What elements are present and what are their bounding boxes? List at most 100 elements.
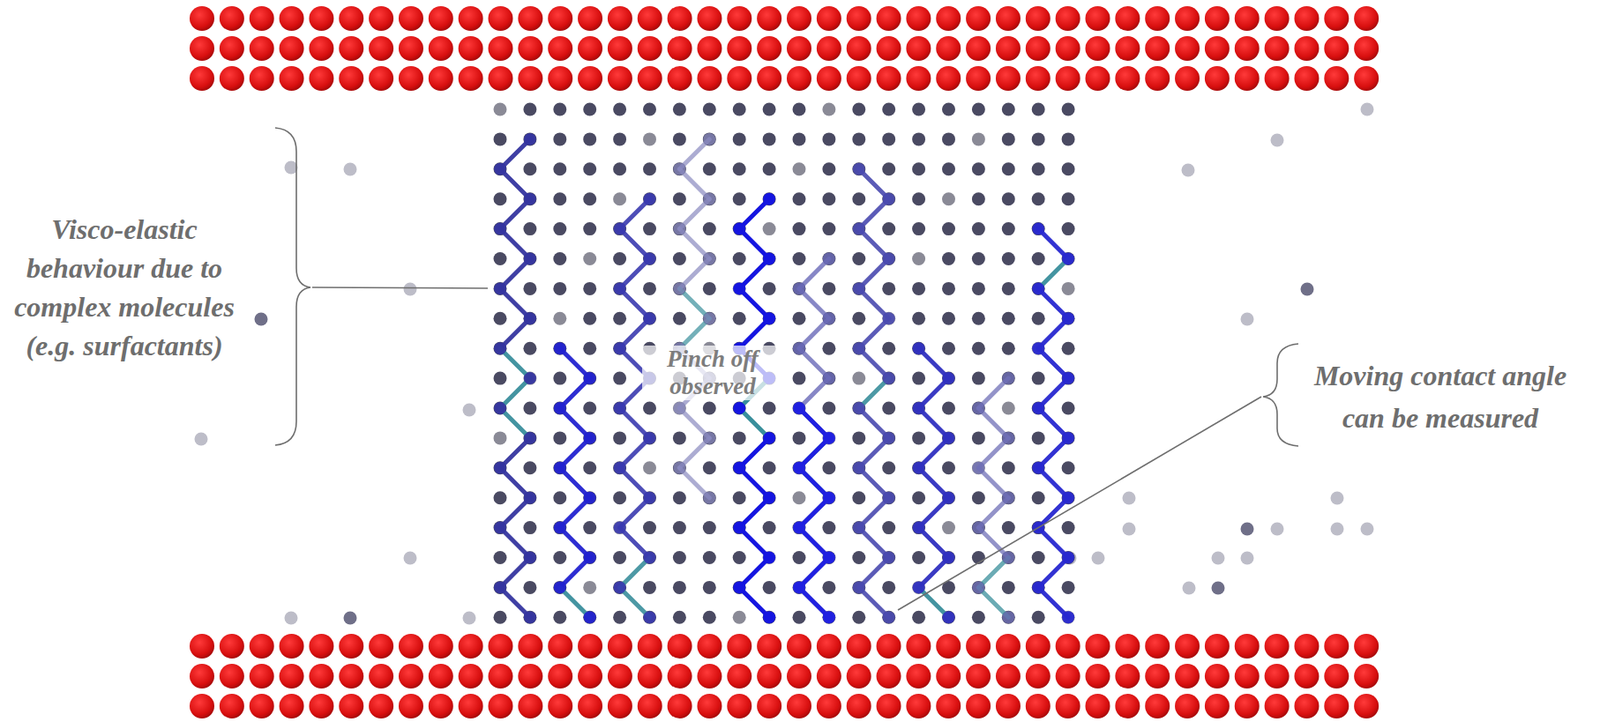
liquid-molecule bbox=[942, 282, 956, 296]
liquid-molecule bbox=[822, 192, 836, 206]
liquid-molecule bbox=[702, 461, 717, 475]
chain-bond bbox=[500, 438, 531, 469]
liquid-molecule bbox=[523, 282, 537, 296]
wall-atom bbox=[995, 36, 1021, 61]
wall-atom bbox=[1025, 694, 1051, 719]
liquid-molecule bbox=[613, 162, 627, 176]
chain-bond bbox=[859, 408, 890, 439]
wall-atom bbox=[488, 66, 514, 91]
wall-atom bbox=[219, 36, 245, 61]
chain-bead bbox=[583, 552, 597, 565]
wall-atom bbox=[1264, 36, 1290, 61]
liquid-molecule bbox=[792, 192, 807, 206]
chain-bond bbox=[620, 438, 651, 469]
chain-bond bbox=[620, 229, 651, 260]
chain-bead bbox=[643, 492, 657, 505]
chain-bead bbox=[912, 402, 926, 415]
wall-atom bbox=[786, 664, 812, 689]
chain-bead bbox=[971, 522, 985, 535]
wall-atom bbox=[368, 66, 394, 91]
liquid-molecule bbox=[822, 282, 836, 296]
chain-bead bbox=[523, 193, 537, 206]
chain-bead bbox=[971, 462, 985, 475]
chain-bead bbox=[822, 253, 836, 266]
chain-bond bbox=[859, 259, 890, 290]
chain-bead bbox=[523, 432, 537, 445]
liquid-molecule bbox=[852, 611, 866, 625]
chain-bond bbox=[500, 468, 531, 499]
wall-atom bbox=[1055, 664, 1081, 689]
vapour-molecule bbox=[403, 283, 418, 297]
chain-bond bbox=[679, 438, 710, 469]
wall-atom bbox=[1353, 634, 1379, 659]
chain-bead bbox=[912, 342, 926, 355]
liquid-molecule bbox=[852, 132, 866, 146]
wall-atom bbox=[876, 694, 902, 719]
chain-bond bbox=[1038, 318, 1069, 349]
vapour-molecule bbox=[1360, 523, 1375, 537]
wall-atom bbox=[1323, 6, 1349, 31]
chain-bead bbox=[672, 282, 686, 295]
wall-atom bbox=[577, 66, 603, 91]
liquid-molecule bbox=[732, 551, 747, 565]
liquid-molecule bbox=[672, 252, 687, 266]
wall-atom bbox=[1085, 664, 1111, 689]
wall-atom bbox=[816, 6, 842, 31]
liquid-molecule bbox=[493, 551, 508, 565]
wall-atom bbox=[458, 694, 484, 719]
wall-atom bbox=[637, 6, 663, 31]
liquid-molecule bbox=[702, 222, 717, 236]
chain-bond bbox=[1038, 378, 1069, 409]
wall-atom bbox=[935, 36, 961, 61]
liquid-molecule bbox=[882, 521, 896, 535]
vapour-molecule bbox=[463, 403, 477, 418]
chain-bead bbox=[882, 492, 896, 505]
liquid-molecule bbox=[971, 372, 986, 386]
wall-atom bbox=[607, 66, 633, 91]
chain-bond bbox=[859, 498, 890, 529]
wall-atom bbox=[1234, 6, 1260, 31]
chain-bond bbox=[1038, 348, 1069, 379]
wall-atom bbox=[786, 66, 812, 91]
chain-bead bbox=[852, 581, 866, 594]
liquid-molecule bbox=[971, 222, 986, 236]
liquid-molecule bbox=[583, 581, 597, 595]
liquid-molecule bbox=[882, 222, 896, 236]
liquid-molecule bbox=[642, 282, 657, 296]
liquid-molecule bbox=[971, 491, 986, 505]
liquid-molecule bbox=[732, 132, 747, 146]
liquid-molecule bbox=[1001, 103, 1016, 117]
liquid-molecule bbox=[583, 222, 597, 236]
wall-atom bbox=[1323, 66, 1349, 91]
chain-bead bbox=[822, 432, 836, 445]
chain-bead bbox=[882, 312, 896, 325]
liquid-molecule bbox=[882, 282, 896, 296]
liquid-molecule bbox=[822, 103, 836, 117]
wall-atom bbox=[726, 664, 752, 689]
chain-bead bbox=[762, 492, 776, 505]
liquid-molecule bbox=[613, 611, 627, 625]
liquid-molecule bbox=[971, 192, 986, 206]
chain-bond bbox=[1038, 528, 1069, 559]
liquid-molecule bbox=[553, 551, 567, 565]
chain-bead bbox=[732, 282, 746, 295]
chain-bead bbox=[702, 312, 716, 325]
wall-atom bbox=[577, 694, 603, 719]
chain-bead bbox=[523, 611, 537, 624]
chain-bead bbox=[702, 253, 716, 266]
liquid-molecule bbox=[642, 162, 657, 176]
chain-bond bbox=[620, 468, 651, 499]
wall-atom bbox=[935, 66, 961, 91]
liquid-molecule bbox=[762, 162, 777, 176]
liquid-molecule bbox=[732, 611, 747, 625]
wall-atom bbox=[517, 6, 543, 31]
vapour-molecule bbox=[254, 313, 269, 327]
vapour-molecule bbox=[1211, 552, 1226, 566]
liquid-molecule bbox=[732, 162, 747, 176]
wall-atom bbox=[458, 6, 484, 31]
liquid-molecule bbox=[553, 372, 567, 386]
chain-bond bbox=[799, 528, 830, 559]
vapour-molecules bbox=[194, 103, 1375, 626]
chain-bead bbox=[882, 253, 896, 266]
chain-bead bbox=[523, 552, 537, 565]
